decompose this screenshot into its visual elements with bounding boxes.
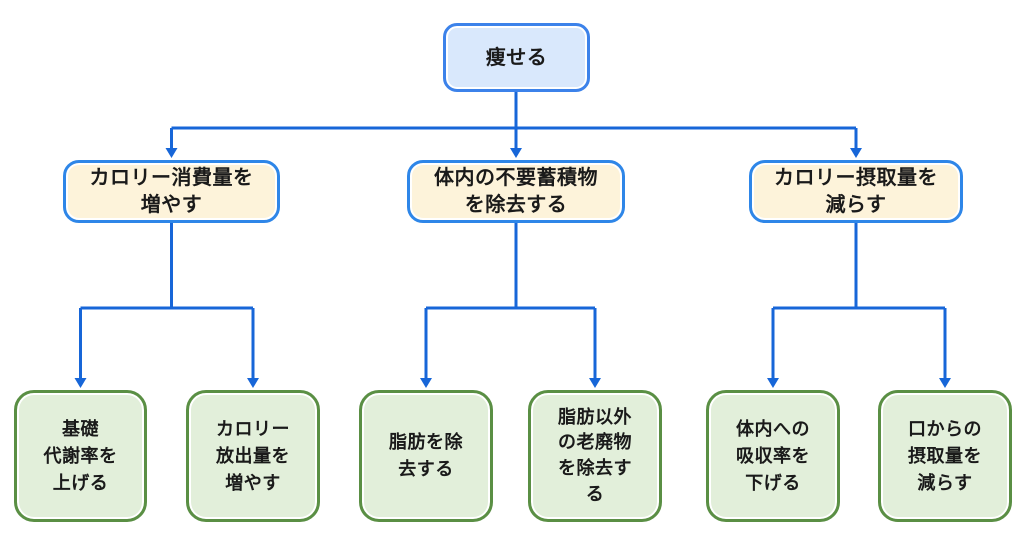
arrow-down-icon — [939, 378, 951, 388]
node-reduce-oral-intake: 口からの 摂取量を 減らす — [878, 390, 1012, 522]
arrow-down-icon — [74, 378, 87, 388]
arrow-down-icon — [850, 148, 862, 158]
edge-branch1-to-leaves — [79, 223, 255, 380]
arrow-down-icon — [420, 378, 432, 388]
node-reduce-calorie-intake: カロリー摂取量を 減らす — [749, 160, 963, 223]
arrow-down-icon — [510, 148, 522, 158]
node-increase-calorie-output: カロリー 放出量を 増やす — [186, 390, 320, 522]
arrow-down-icon — [165, 148, 178, 158]
node-remove-body-deposits: 体内の不要蓄積物 を除去する — [407, 160, 625, 223]
arrow-down-icon — [767, 378, 779, 388]
edge-branch2-to-leaves — [424, 223, 597, 380]
edge-root-to-branches — [170, 92, 858, 150]
node-remove-non-fat-waste: 脂肪以外 の老廃物 を除去す る — [528, 390, 662, 522]
arrow-down-icon — [589, 378, 601, 388]
node-lower-absorption-rate: 体内への 吸収率を 下げる — [706, 390, 840, 522]
node-remove-fat: 脂肪を除 去する — [359, 390, 493, 522]
arrow-down-icon — [247, 378, 259, 388]
edge-branch3-to-leaves — [771, 223, 947, 380]
node-lose-weight: 痩せる — [443, 23, 590, 92]
node-increase-calorie-burn: カロリー消費量を 増やす — [63, 160, 280, 223]
node-raise-basal-metabolic-rate: 基礎 代謝率を 上げる — [14, 390, 147, 522]
